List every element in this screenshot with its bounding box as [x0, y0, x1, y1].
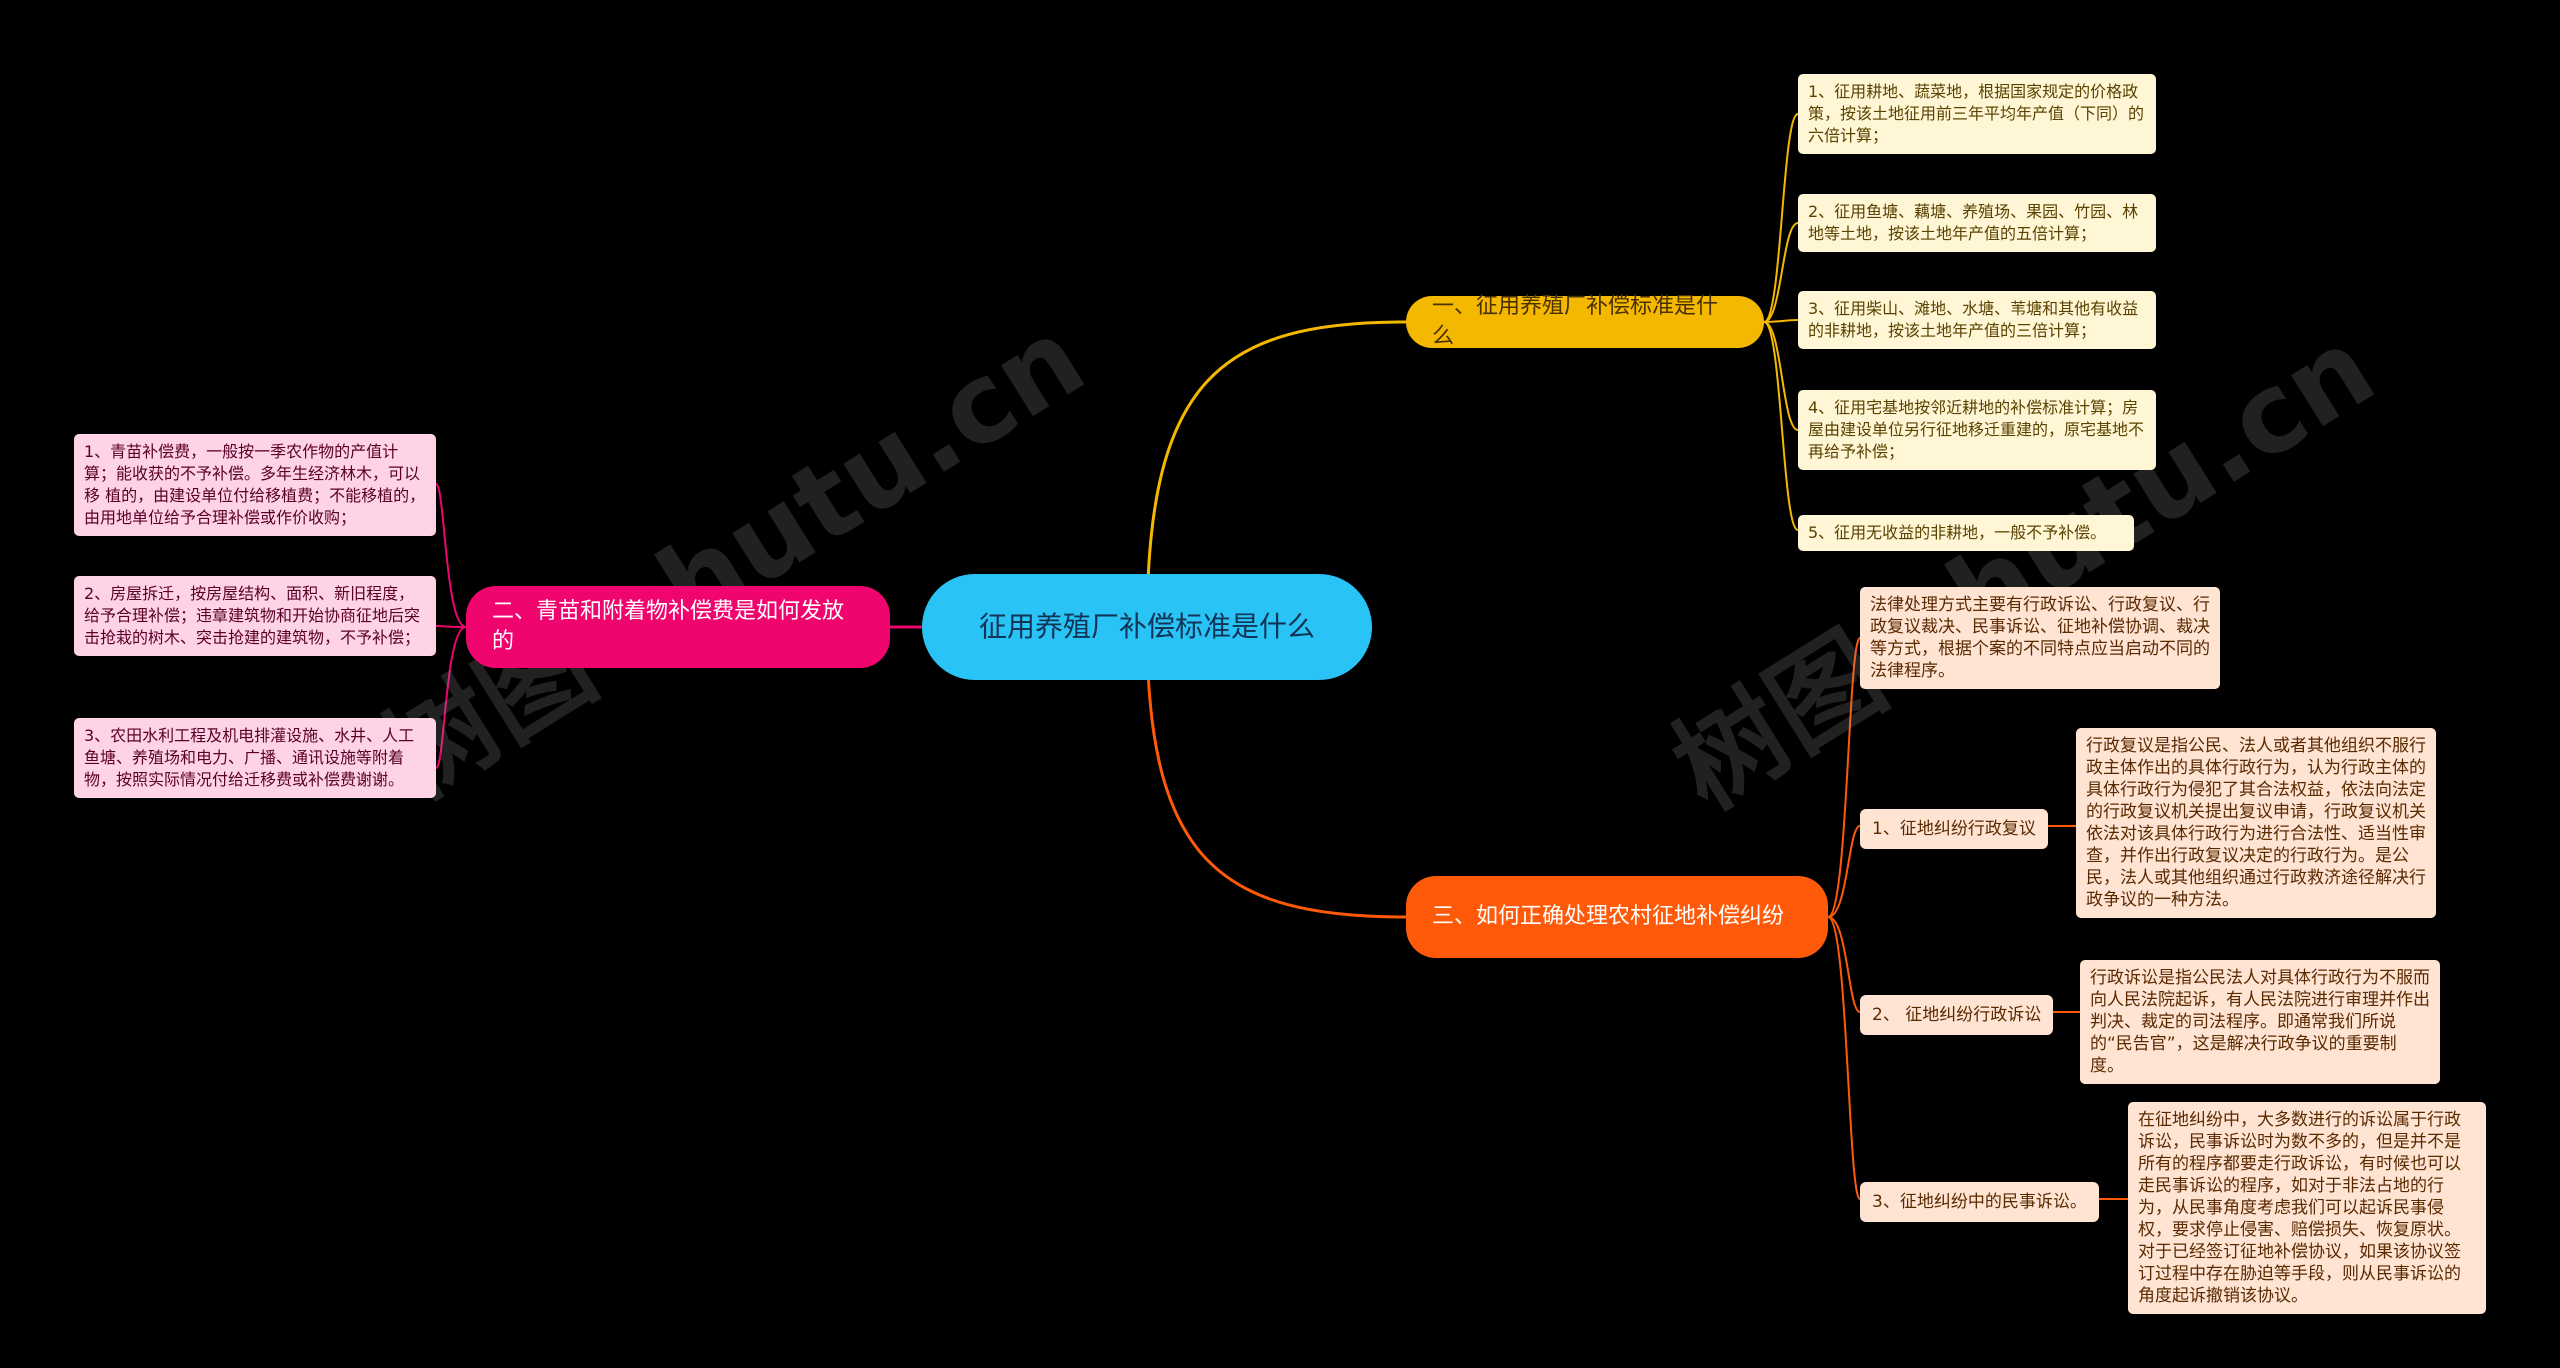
sub-civil-litigation[interactable]: 3、征地纠纷中的民事诉讼。: [1860, 1182, 2099, 1222]
root-topic[interactable]: 征用养殖厂补偿标准是什么: [922, 574, 1372, 680]
sub-admin-review[interactable]: 1、征地纠纷行政复议: [1860, 809, 2048, 849]
detail-civil-litigation[interactable]: 在征地纠纷中，大多数进行的诉讼属于行政诉讼，民事诉讼时为数不多的，但是并不是所有…: [2128, 1102, 2486, 1314]
leaf-b1-item4[interactable]: 4、征用宅基地按邻近耕地的补偿标准计算；房屋由建设单位另行征地移迁重建的，原宅基…: [1798, 390, 2156, 470]
branch2-label: 二、青苗和附着物补偿费是如何发放的: [492, 599, 845, 654]
links-branch1-leaves: [1763, 113, 1799, 531]
leaf-b1-item3[interactable]: 3、征用柴山、滩地、水塘、苇塘和其他有收益的非耕地，按该土地年产值的三倍计算；: [1798, 291, 2156, 349]
links-branch2-leaves: [435, 483, 467, 769]
branch-compensation-standard[interactable]: 一、征用养殖厂补偿标准是什么: [1406, 294, 1764, 349]
leaf-b2-item2[interactable]: 2、房屋拆迁，按房屋结构、面积、新旧程度，给予合理补偿；违章建筑物和开始协商征地…: [74, 576, 436, 656]
leaf-b1-item2[interactable]: 2、征用鱼塘、藕塘、养殖场、果园、竹园、林地等土地，按该土地年产值的五倍计算；: [1798, 194, 2156, 252]
leaf-b1-item5[interactable]: 5、征用无收益的非耕地，一般不予补偿。: [1798, 515, 2134, 551]
branch1-label: 一、征用养殖厂补偿标准是什么: [1432, 294, 1719, 349]
leaf-b3-intro[interactable]: 法律处理方式主要有行政诉讼、行政复议、行政复议裁决、民事诉讼、征地补偿协调、裁决…: [1860, 587, 2220, 689]
leaf-b2-item3[interactable]: 3、农田水利工程及机电排灌设施、水井、人工鱼塘、养殖场和电力、广播、通讯设施等附…: [74, 718, 436, 798]
watermark-left: 树图 shutu.cn: [361, 293, 1106, 824]
branch3-label: 三、如何正确处理农村征地补偿纠纷: [1432, 904, 1785, 929]
links-branch3-subs: [1827, 637, 2128, 1200]
sub-admin-litigation[interactable]: 2、 征地纠纷行政诉讼: [1860, 995, 2054, 1035]
root-topic-label: 征用养殖厂补偿标准是什么: [978, 610, 1315, 643]
detail-admin-review[interactable]: 行政复议是指公民、法人或者其他组织不服行政主体作出的具体行政行为，认为行政主体的…: [2076, 728, 2436, 918]
branch-dispute-handling[interactable]: 三、如何正确处理农村征地补偿纠纷: [1406, 876, 1828, 958]
leaf-b2-item1[interactable]: 1、青苗补偿费，一般按一季农作物的产值计算；能收获的不予补偿。多年生经济林木，可…: [74, 434, 436, 536]
leaf-b1-item1[interactable]: 1、征用耕地、蔬菜地，根据国家规定的价格政策，按该土地征用前三年平均年产值（下同…: [1798, 74, 2156, 154]
branch-crop-compensation[interactable]: 二、青苗和附着物补偿费是如何发放的: [466, 586, 890, 668]
detail-admin-litigation[interactable]: 行政诉讼是指公民法人对具体行政行为不服而向人民法院起诉，有人民法院进行审理并作出…: [2080, 960, 2440, 1084]
